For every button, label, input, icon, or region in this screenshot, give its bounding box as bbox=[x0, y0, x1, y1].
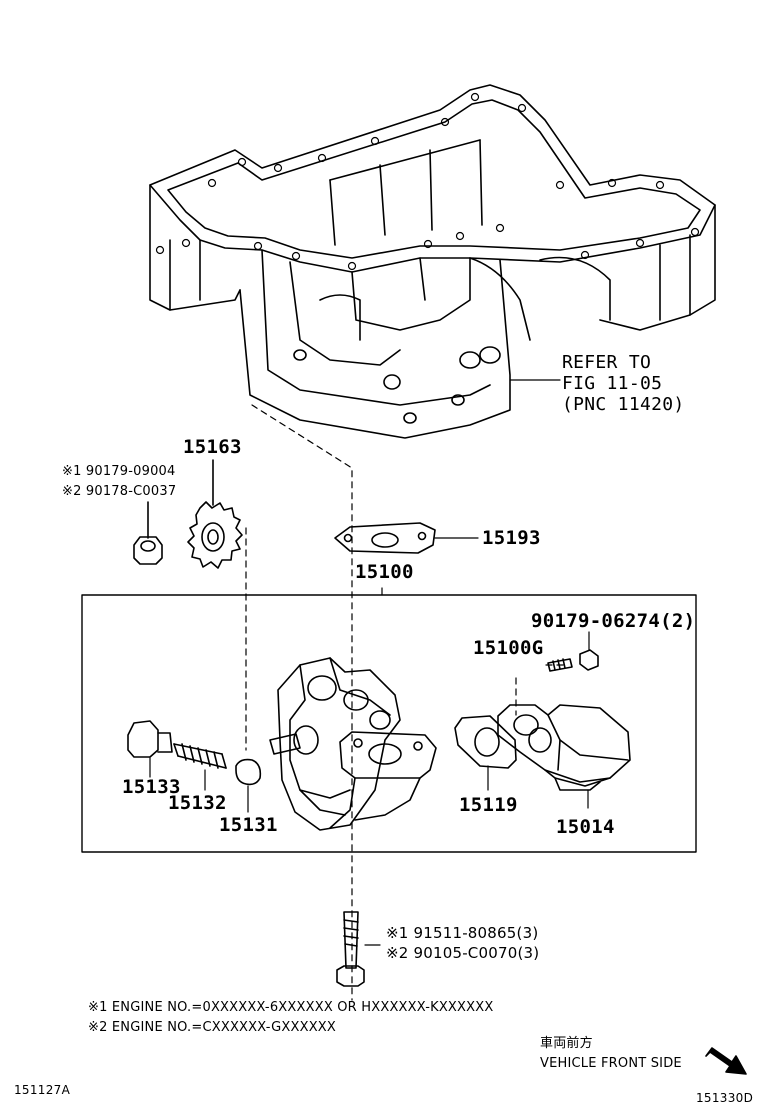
engine-note-1: ※1 ENGINE NO.=0XXXXXX-6XXXXXX OR HXXXXXX… bbox=[88, 1000, 494, 1015]
illustration-code-right: 151330D bbox=[696, 1091, 754, 1105]
part-label-15163: 15163 bbox=[183, 436, 242, 458]
part-label-15133: 15133 bbox=[122, 776, 181, 798]
stud-and-nut-illustration bbox=[547, 631, 599, 672]
part-label-15014: 15014 bbox=[556, 816, 615, 838]
assembly-box bbox=[81, 587, 697, 853]
sprocket-illustration bbox=[187, 459, 243, 569]
part-label-bolt-2: ※2 90105-C0070(3) bbox=[386, 944, 540, 962]
refer-text-line1: REFER TO bbox=[562, 352, 652, 373]
part-label-15131: 15131 bbox=[219, 814, 278, 836]
bolt-illustration bbox=[336, 911, 381, 987]
engine-note-2: ※2 ENGINE NO.=CXXXXXX-GXXXXXX bbox=[88, 1020, 337, 1035]
part-label-15100G: 15100G bbox=[473, 637, 544, 659]
direction-label-jp: 車両前方 bbox=[540, 1036, 593, 1051]
direction-label-en: VEHICLE FRONT SIDE bbox=[540, 1056, 682, 1071]
relief-valve-parts bbox=[127, 720, 262, 813]
part-label-90179-06274: 90179-06274(2) bbox=[531, 610, 696, 632]
part-label-nut-1: ※1 90179-09004 bbox=[62, 464, 176, 479]
part-label-15100: 15100 bbox=[355, 561, 414, 583]
front-direction-arrow-icon bbox=[705, 1047, 747, 1075]
part-label-bolt-1: ※1 91511-80865(3) bbox=[386, 924, 539, 942]
nut-illustration bbox=[133, 501, 163, 565]
part-label-nut-2: ※2 90178-C0037 bbox=[62, 484, 177, 499]
assembly-dashed-lines bbox=[245, 404, 566, 1001]
oil-pan-illustration bbox=[149, 84, 716, 439]
refer-text-line3: (PNC 11420) bbox=[562, 394, 685, 415]
illustration-code-left: 151127A bbox=[14, 1083, 71, 1097]
gasket-illustration bbox=[334, 522, 479, 554]
part-label-15193: 15193 bbox=[482, 527, 541, 549]
oil-pump-body-illustration bbox=[269, 657, 437, 831]
refer-text-line2: FIG 11-05 bbox=[562, 373, 663, 394]
part-label-15132: 15132 bbox=[168, 792, 227, 814]
strainer-illustration bbox=[454, 704, 631, 809]
part-label-15119: 15119 bbox=[459, 794, 518, 816]
